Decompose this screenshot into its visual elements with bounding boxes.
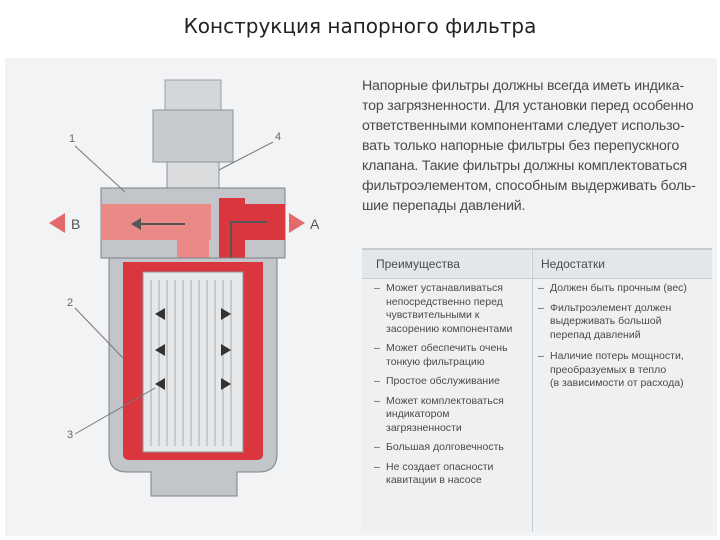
list-item: –Простое обслуживание [374,375,530,389]
list-bullet: – [374,460,380,473]
leader-line-4 [218,141,274,171]
disadvantages-list: –Должен быть прочным (вес) –Фильтроэлеме… [538,282,708,397]
advantages-list: –Может устанавливаться непосредственно п… [374,282,530,494]
advantages-header: Преимущества [362,250,531,278]
list-bullet: – [538,350,544,362]
advantage-text: Большая долговечность [386,441,504,453]
list-bullet: – [374,394,380,407]
internal-flow-arrows [155,308,231,390]
outlet-port-arrow [49,213,65,233]
port-a-label: A [310,216,320,232]
port-b-label: B [71,216,80,232]
filter-element-pleats [150,280,232,446]
disadvantage-text: Фильтроэлемент должен выдерживать большо… [550,301,672,341]
callout-3: 3 [67,429,73,441]
list-bullet: – [538,282,544,294]
list-bullet: – [374,282,380,294]
pressure-filter-diagram: B A 1 4 2 3 [49,79,320,497]
description-text: Напорные фильтры должны всегда иметь инд… [362,78,696,214]
flow-arrowhead-outlet [131,218,141,230]
table-header-divider [362,278,712,279]
advantage-text: Простое обслуживание [386,375,500,387]
disadvantage-text: Наличие потерь мощности, преобразуемых в… [550,350,684,389]
slide-title-text: Конструкция напорного фильтра [183,14,537,38]
disadvantages-header: Недостатки [533,250,712,278]
inlet-port-arrow [289,213,305,233]
list-item: –Может устанавливаться непосредственно п… [374,282,530,336]
callout-2: 2 [67,297,73,309]
disadvantage-text: Должен быть прочным (вес) [550,282,687,294]
description-panel: Напорные фильтры должны всегда иметь инд… [362,76,712,216]
flow-arrow-inlet [230,221,267,258]
list-bullet: – [374,441,380,453]
filter-element [142,271,244,453]
advantage-text: Может обеспечить очень тонкую фильтрацию [386,342,508,368]
leader-line-3 [74,387,156,435]
top-fitting [164,79,222,111]
advantage-text: Не создает опасности кавитации в насосе [386,460,494,487]
slide-title: Конструкция напорного фильтра [0,14,720,38]
callout-1: 1 [69,133,75,145]
indicator-housing [152,109,234,163]
table-column-divider [532,250,533,532]
list-bullet: – [374,375,380,387]
list-item: –Может комплектоваться индикатором загря… [374,395,530,436]
list-item: –Большая долговечность [374,441,530,455]
advantage-text: Может устанавливаться непосредственно пе… [386,282,513,335]
indicator-neck [166,161,220,191]
list-bullet: – [374,342,380,354]
list-item: –Может обеспечить очень тонкую фильтраци… [374,342,530,369]
advantage-text: Может комплектоваться индикатором загряз… [386,394,504,434]
callout-4: 4 [275,131,281,143]
list-item: –Фильтроэлемент должен выдерживать больш… [538,302,708,343]
pros-cons-table: Преимущества Недостатки –Может устанавли… [362,248,712,532]
list-item: –Не создает опасности кавитации в насосе [374,461,530,488]
list-item: –Должен быть прочным (вес) [538,282,708,296]
list-item: –Наличие потерь мощности, преобразуемых … [538,350,708,391]
outlet-channel [101,204,211,240]
leader-line-2 [74,307,124,359]
leader-line-1 [74,145,126,193]
list-bullet: – [538,301,544,314]
